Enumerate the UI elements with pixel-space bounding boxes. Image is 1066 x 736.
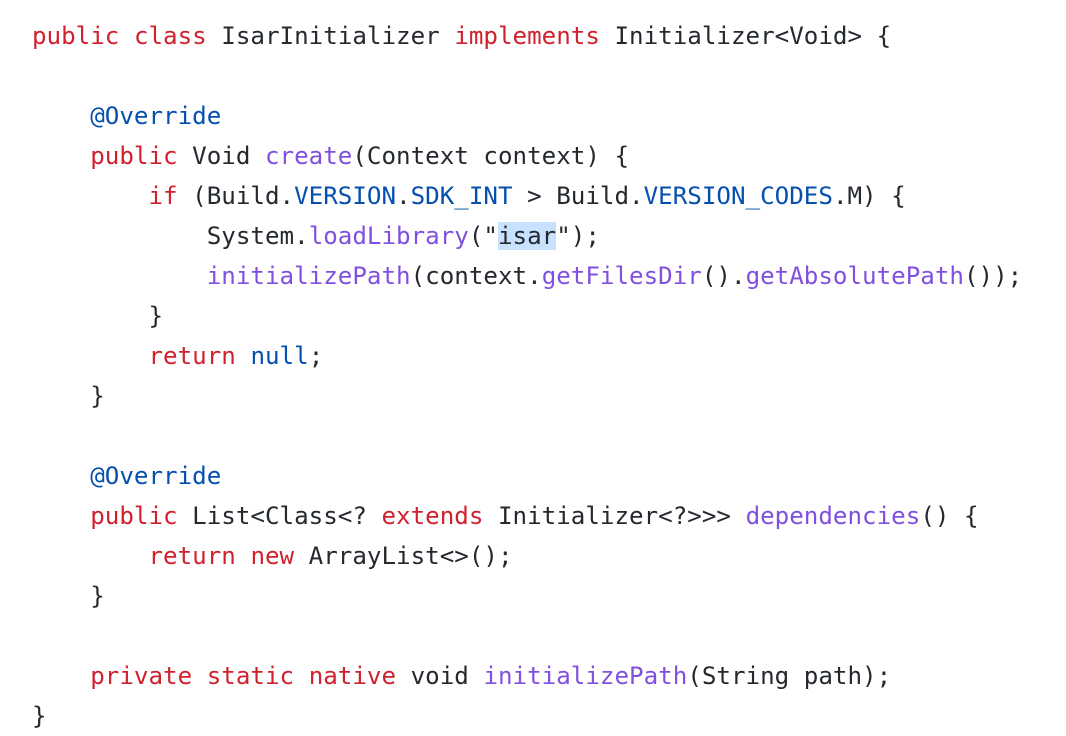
function-name-token: getAbsolutePath (745, 262, 964, 290)
code-text: } (32, 582, 105, 610)
code-text: System. (32, 222, 309, 250)
code-line: public List<Class<? extends Initializer<… (32, 496, 1022, 536)
code-line: } (32, 296, 1022, 336)
code-text: "); (556, 222, 600, 250)
code-text: (context. (410, 262, 542, 290)
constant-token: null (250, 342, 309, 370)
code-text (32, 662, 90, 690)
selected-text[interactable]: isar (498, 222, 557, 250)
keyword-token: new (250, 542, 295, 570)
keyword-token: return (148, 542, 236, 570)
code-text (236, 342, 251, 370)
code-text: IsarInitializer (206, 22, 455, 50)
code-line: return null; (32, 336, 1022, 376)
code-text: ; (308, 342, 324, 370)
code-line: } (32, 696, 1022, 736)
code-text: Initializer<Void> { (599, 22, 892, 50)
code-text: (). (701, 262, 746, 290)
code-line: public class IsarInitializer implements … (32, 16, 1022, 56)
code-text: ()); (964, 262, 1023, 290)
code-line: @Override (32, 96, 1022, 136)
keyword-token: public (90, 142, 178, 170)
code-text: Void (177, 142, 265, 170)
code-text (32, 182, 149, 210)
keyword-token: class (133, 22, 207, 50)
code-text (32, 462, 90, 490)
code-text (119, 22, 134, 50)
code-text: (Build. (177, 182, 295, 210)
code-line: public Void create(Context context) { (32, 136, 1022, 176)
keyword-token: extends (381, 502, 484, 530)
function-name-token: create (265, 142, 353, 170)
code-text (32, 102, 90, 130)
function-name-token: loadLibrary (308, 222, 469, 250)
function-name-token: dependencies (745, 502, 921, 530)
code-text: (" (468, 222, 498, 250)
code-line: private static native void initializePat… (32, 656, 1022, 696)
code-text (236, 542, 251, 570)
code-text: (Context context) { (352, 142, 630, 170)
code-line: } (32, 576, 1022, 616)
code-line: @Override (32, 456, 1022, 496)
constant-token: VERSION (294, 182, 397, 210)
keyword-token: static (206, 662, 295, 690)
code-text: void (396, 662, 484, 690)
code-text: .M) { (832, 182, 906, 210)
keyword-token: private (90, 662, 193, 690)
function-name-token: getFilesDir (541, 262, 702, 290)
code-text (32, 542, 149, 570)
code-line (32, 616, 1022, 656)
keyword-token: native (308, 662, 397, 690)
code-text (192, 662, 207, 690)
function-name-token: initializePath (483, 662, 688, 690)
code-line: System.loadLibrary("isar"); (32, 216, 1022, 256)
code-text (294, 662, 309, 690)
constant-token: VERSION_CODES (643, 182, 833, 210)
code-text: } (32, 702, 47, 730)
keyword-token: public (90, 502, 178, 530)
code-line: if (Build.VERSION.SDK_INT > Build.VERSIO… (32, 176, 1022, 216)
annotation-token: @Override (90, 102, 222, 130)
constant-token: SDK_INT (410, 182, 513, 210)
code-text: (String path); (687, 662, 892, 690)
code-line: } (32, 376, 1022, 416)
code-text: Initializer<?>>> (483, 502, 746, 530)
code-text (32, 142, 90, 170)
code-text: List<Class<? (177, 502, 382, 530)
keyword-token: implements (454, 22, 600, 50)
code-text: ArrayList<>(); (294, 542, 513, 570)
code-line: return new ArrayList<>(); (32, 536, 1022, 576)
code-text: () { (920, 502, 979, 530)
code-text (32, 262, 207, 290)
keyword-token: public (32, 22, 120, 50)
keyword-token: if (148, 182, 178, 210)
code-line (32, 56, 1022, 96)
code-text (32, 342, 149, 370)
code-block: public class IsarInitializer implements … (32, 16, 1022, 736)
annotation-token: @Override (90, 462, 222, 490)
code-text: . (396, 182, 411, 210)
code-text: > Build. (512, 182, 644, 210)
code-line: initializePath(context.getFilesDir().get… (32, 256, 1023, 296)
code-text (32, 502, 90, 530)
function-name-token: initializePath (206, 262, 411, 290)
code-line (32, 416, 1022, 456)
code-text: } (32, 382, 105, 410)
code-text: } (32, 302, 164, 330)
keyword-token: return (148, 342, 236, 370)
